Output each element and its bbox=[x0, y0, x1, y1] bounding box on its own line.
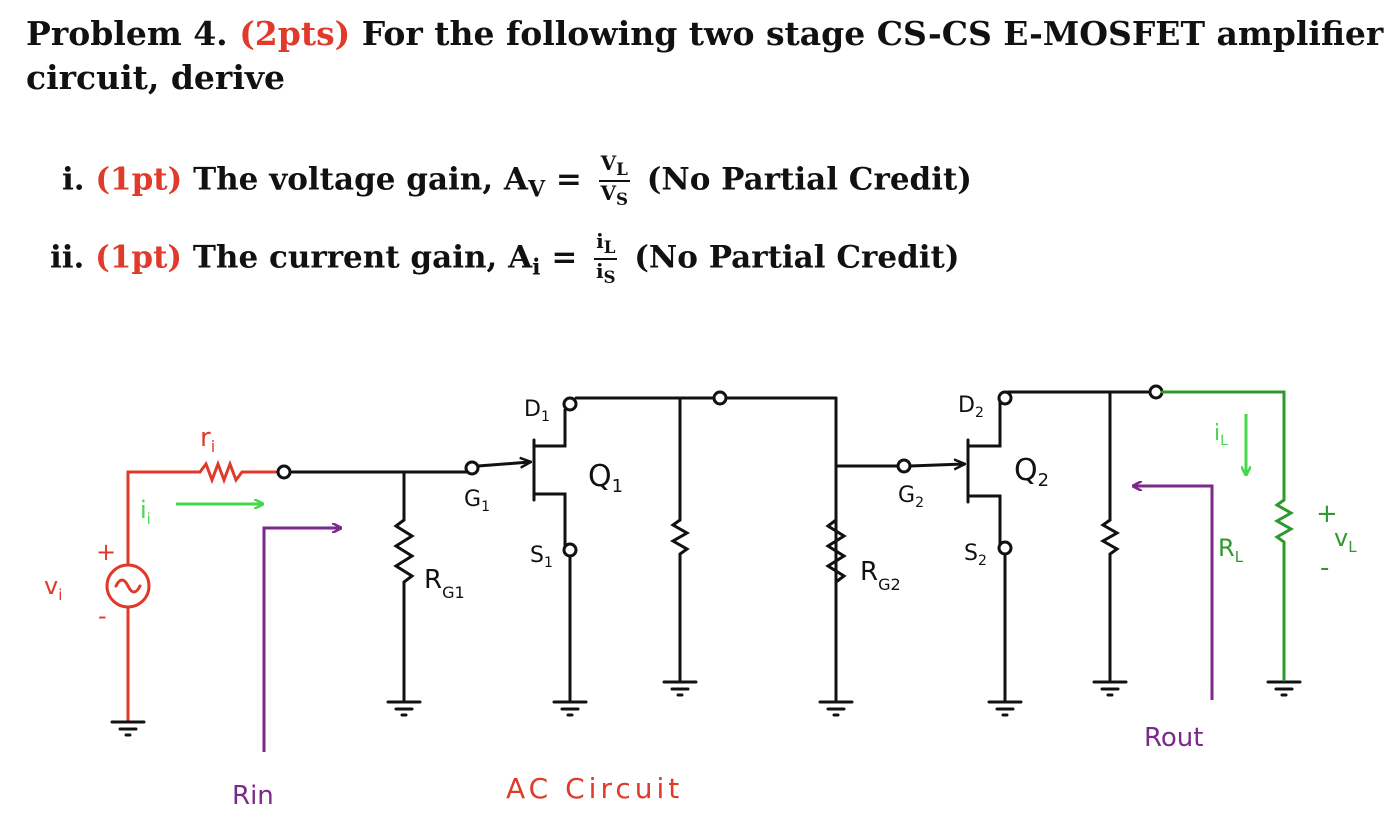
label-s1: S1 bbox=[530, 543, 553, 571]
problem-text: For the following two stage CS-CS E-MOSF… bbox=[26, 14, 1384, 97]
source-wire bbox=[126, 470, 202, 567]
q1-source-lead bbox=[532, 492, 567, 548]
label-ii: ii bbox=[140, 496, 151, 528]
source-section bbox=[105, 459, 270, 722]
label-rin: Rin bbox=[232, 781, 274, 811]
ground-rg1 bbox=[386, 700, 422, 717]
ground-rd2 bbox=[1092, 680, 1128, 697]
gain-symbol-sub: V bbox=[527, 176, 546, 203]
item-numeral: ii. bbox=[50, 239, 85, 276]
ground-load bbox=[1266, 680, 1302, 697]
circuit-labels: ri ii vi + - G1 D1 S1 Q1 RG1 G2 D2 S2 Q2… bbox=[44, 393, 1357, 811]
label-q1: Q1 bbox=[588, 459, 623, 497]
q2-drain-lead bbox=[966, 400, 1002, 448]
gate2-wire bbox=[908, 464, 964, 466]
voltage-gain-item: i. (1pt) The voltage gain, AV = VL VS (N… bbox=[62, 152, 972, 210]
ground-symbols bbox=[110, 680, 1302, 737]
output2-node bbox=[1148, 384, 1164, 400]
label-il: iL bbox=[1214, 421, 1228, 449]
resistor-rg2 bbox=[825, 518, 847, 584]
source2-node bbox=[997, 540, 1013, 556]
voltage-gain-fraction: VL VS bbox=[598, 152, 630, 210]
label-g2: G2 bbox=[898, 483, 924, 511]
fraction-numerator: VL bbox=[598, 152, 630, 182]
fraction-numerator: iL bbox=[594, 230, 618, 260]
label-d1: D1 bbox=[524, 397, 550, 425]
load-section bbox=[1160, 390, 1295, 682]
load-wire bbox=[1160, 390, 1286, 502]
q2-source-lead bbox=[966, 494, 1002, 546]
black-wiring bbox=[276, 384, 1164, 702]
resistor-rd2 bbox=[1099, 518, 1121, 682]
label-source-plus: + bbox=[96, 538, 116, 566]
ground-s2 bbox=[987, 700, 1023, 717]
source-resistor-ri bbox=[198, 459, 270, 485]
drain2-node bbox=[997, 390, 1013, 406]
rin-arrow bbox=[262, 528, 340, 752]
current-gain-item: ii. (1pt) The current gain, Ai = iL iS (… bbox=[50, 230, 960, 288]
resistor-rd1 bbox=[669, 518, 691, 682]
caption-ac-circuit: AC Circuit bbox=[506, 772, 683, 805]
label-vi: vi bbox=[44, 572, 62, 604]
ground-s1 bbox=[552, 700, 588, 717]
drain1-node bbox=[562, 396, 578, 412]
resistor-rg1 bbox=[393, 518, 415, 702]
label-rout: Rout bbox=[1144, 723, 1203, 753]
ground-source bbox=[110, 720, 146, 737]
input-node bbox=[276, 464, 292, 480]
item-points: (1pt) bbox=[95, 161, 183, 198]
gate1-node bbox=[464, 460, 480, 476]
rout-arrow bbox=[1134, 486, 1214, 700]
item-text: The current gain, A bbox=[192, 239, 533, 276]
item-numeral: i. bbox=[62, 161, 85, 198]
equals-sign: = bbox=[555, 161, 582, 198]
label-ri: ri bbox=[200, 423, 215, 456]
ground-rd1 bbox=[662, 680, 698, 697]
label-d2: D2 bbox=[958, 393, 984, 421]
q1-drain-lead bbox=[532, 408, 567, 448]
gain-symbol-sub: i bbox=[532, 254, 541, 281]
problem-label: Problem 4. bbox=[26, 14, 228, 53]
ground-rg2 bbox=[818, 700, 854, 717]
problem-statement: Problem 4. (2pts) For the following two … bbox=[26, 12, 1386, 100]
label-source-minus: - bbox=[98, 602, 107, 630]
label-vl: vL bbox=[1334, 524, 1357, 556]
source1-node bbox=[562, 542, 578, 558]
resistor-rl bbox=[1273, 498, 1295, 682]
item-note: (No Partial Credit) bbox=[646, 161, 972, 198]
source-sine bbox=[114, 578, 142, 594]
fraction-denominator: iS bbox=[595, 259, 616, 287]
item-note: (No Partial Credit) bbox=[634, 239, 960, 276]
label-s2: S2 bbox=[964, 541, 987, 569]
label-vl-minus: - bbox=[1320, 553, 1329, 583]
equals-sign: = bbox=[551, 239, 578, 276]
item-points: (1pt) bbox=[95, 239, 183, 276]
gate2-node bbox=[896, 458, 912, 474]
gate1-wire bbox=[476, 462, 530, 466]
label-q2: Q2 bbox=[1014, 453, 1049, 491]
fraction-denominator: VS bbox=[600, 181, 629, 209]
label-g1: G1 bbox=[464, 487, 490, 515]
label-rg1: RG1 bbox=[424, 565, 465, 602]
current-gain-fraction: iL iS bbox=[594, 230, 618, 288]
label-vl-plus: + bbox=[1316, 499, 1338, 529]
label-rg2: RG2 bbox=[860, 557, 901, 594]
output1-node bbox=[712, 390, 728, 406]
label-rl: RL bbox=[1218, 534, 1244, 566]
item-text: The voltage gain, A bbox=[193, 161, 528, 198]
problem-points: (2pts) bbox=[239, 14, 351, 53]
